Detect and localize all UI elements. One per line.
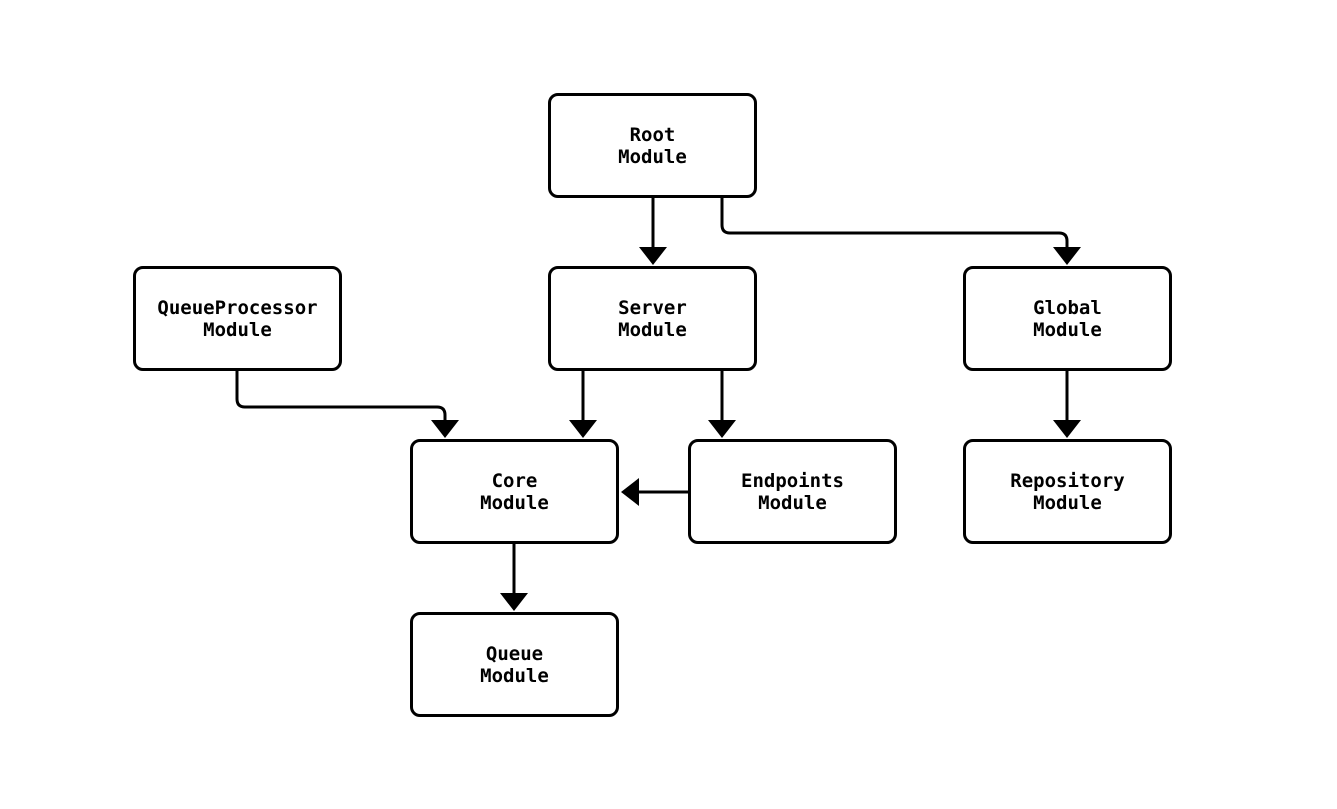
node-label-line: Server bbox=[618, 296, 687, 319]
node-label-line: Module bbox=[758, 491, 827, 514]
edge-root-to-global-line bbox=[720, 198, 1069, 250]
node-root-module: Root Module bbox=[548, 93, 757, 198]
node-label-line: Repository bbox=[1010, 469, 1125, 492]
edge-queueprocessor-to-core-line bbox=[235, 371, 447, 423]
node-label-line: Global bbox=[1033, 296, 1102, 319]
node-label-line: Module bbox=[480, 664, 549, 687]
node-server-module: Server Module bbox=[548, 266, 757, 371]
node-label-line: Module bbox=[203, 318, 272, 341]
node-queueprocessor-module: QueueProcessor Module bbox=[133, 266, 342, 371]
edge-root-to-server-arrowhead bbox=[639, 247, 667, 265]
node-label-line: Root bbox=[629, 123, 676, 146]
node-label-line: QueueProcessor bbox=[157, 296, 318, 319]
node-core-module: Core Module bbox=[410, 439, 619, 544]
node-label-line: Endpoints bbox=[741, 469, 844, 492]
edge-endpoints-to-core-arrowhead bbox=[621, 478, 639, 506]
node-label-line: Module bbox=[1033, 491, 1102, 514]
edge-queueprocessor-to-core-arrowhead bbox=[431, 420, 459, 438]
node-label-line: Module bbox=[480, 491, 549, 514]
node-label-line: Queue bbox=[485, 642, 544, 665]
edge-server-to-endpoints-arrowhead bbox=[708, 420, 736, 438]
edge-server-to-core-arrowhead bbox=[569, 420, 597, 438]
edge-global-to-repository-arrowhead bbox=[1053, 420, 1081, 438]
node-queue-module: Queue Module bbox=[410, 612, 619, 717]
edge-root-to-global-arrowhead bbox=[1053, 247, 1081, 265]
node-endpoints-module: Endpoints Module bbox=[688, 439, 897, 544]
node-label-line: Module bbox=[1033, 318, 1102, 341]
node-label-line: Module bbox=[618, 145, 687, 168]
edge-core-to-queue-arrowhead bbox=[500, 593, 528, 611]
node-global-module: Global Module bbox=[963, 266, 1172, 371]
node-label-line: Module bbox=[618, 318, 687, 341]
node-label-line: Core bbox=[491, 469, 538, 492]
node-repository-module: Repository Module bbox=[963, 439, 1172, 544]
